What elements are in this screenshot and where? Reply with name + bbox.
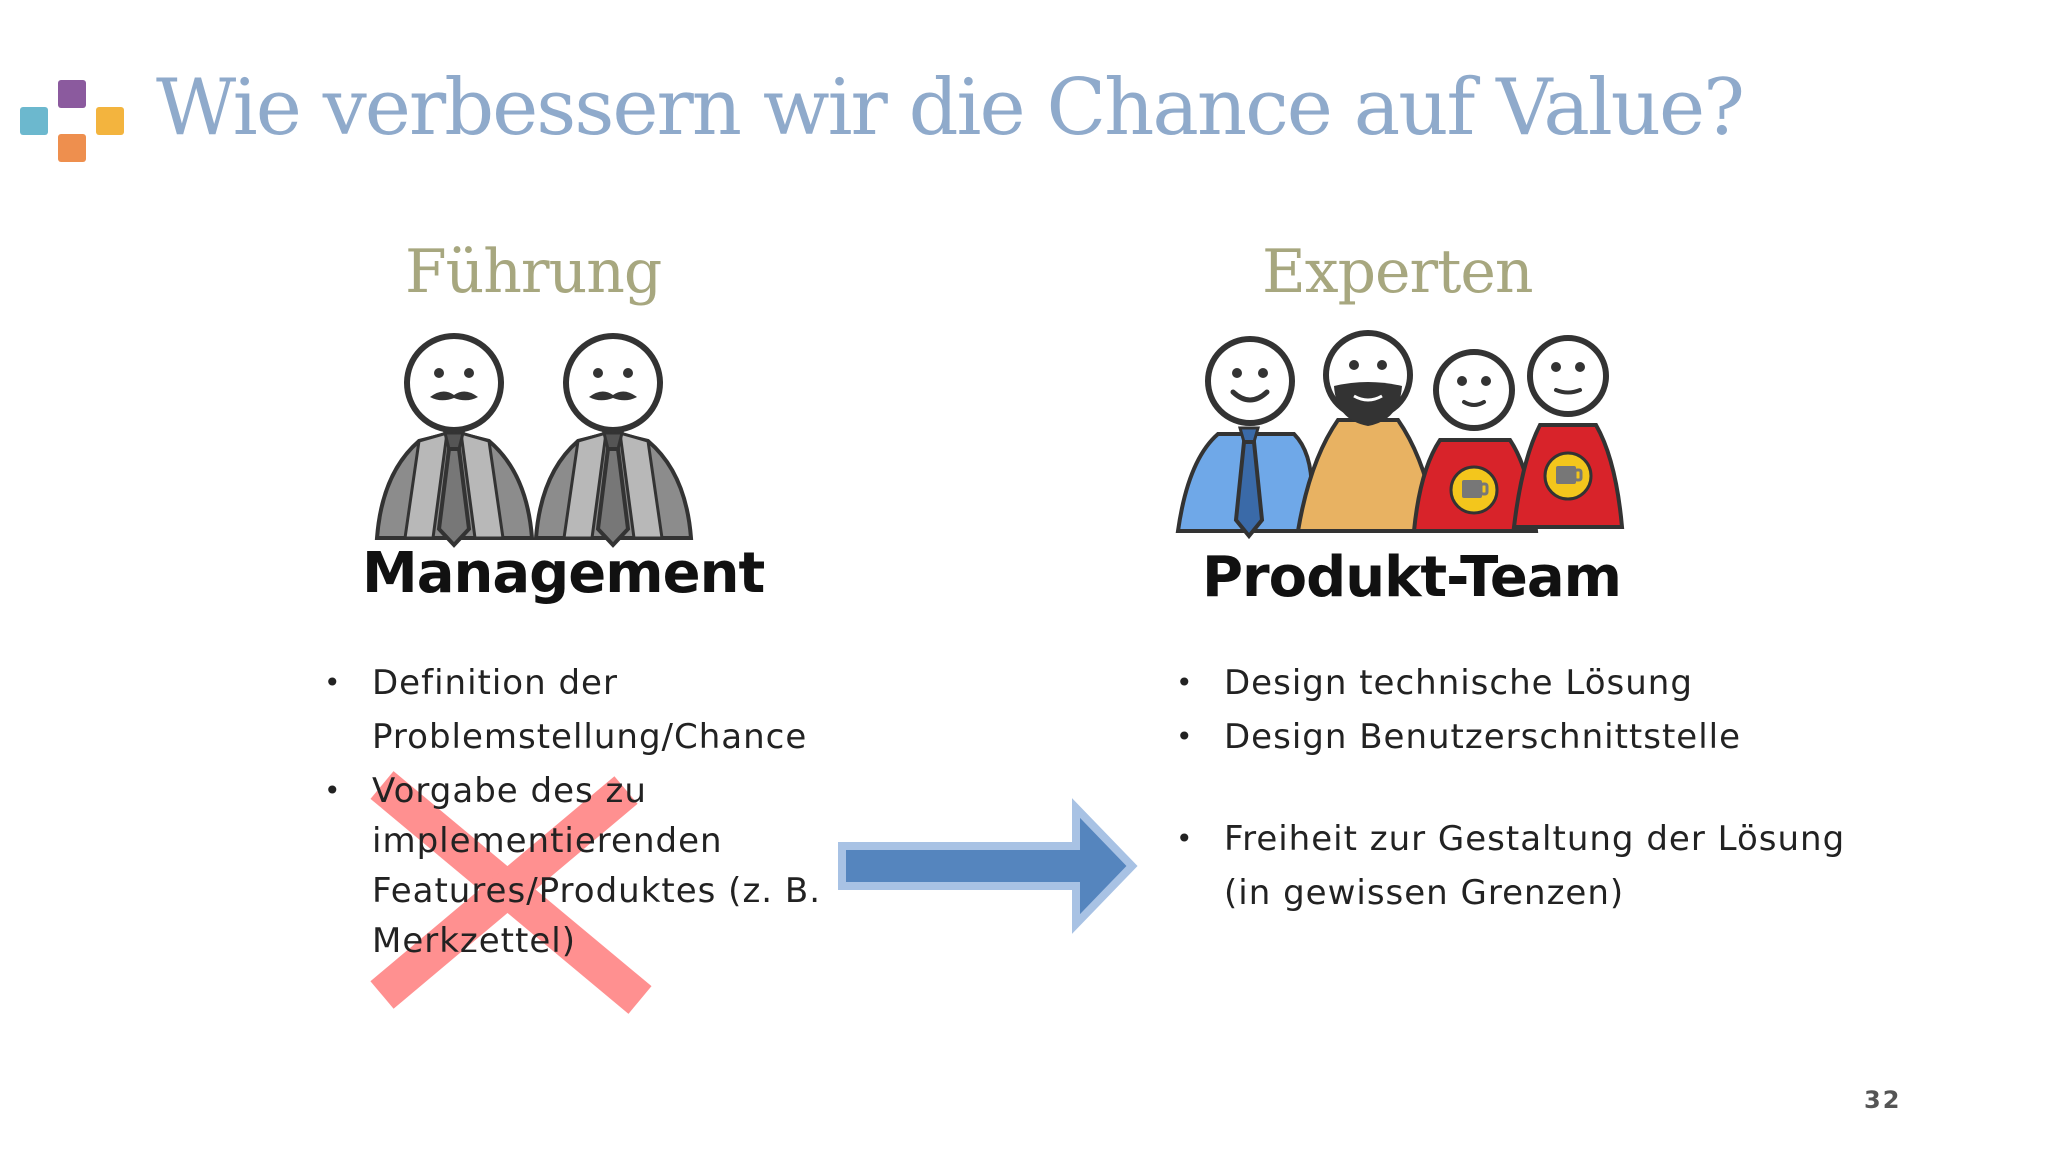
slide-title: Wie verbessern wir die Chance auf Value? <box>156 63 1745 153</box>
manager-figure-icon <box>377 336 532 545</box>
left-column-heading: Führung <box>405 237 662 307</box>
manager-figure-icon <box>536 336 691 545</box>
team-member-figure-icon <box>1411 349 1539 533</box>
logo-square-bottom <box>58 134 86 162</box>
team-member-figure-icon <box>1175 336 1314 540</box>
bullet-item: Freiheit zur Gestaltung der Lösung (in g… <box>1176 812 1896 920</box>
bullet-item: Design Benutzerschnittstelle <box>1176 710 1896 764</box>
left-bullet-list: Definition der Problemstellung/Chance Vo… <box>324 656 844 966</box>
arrow-right-icon <box>838 798 1138 934</box>
logo-square-left <box>20 107 48 135</box>
bullet-item-crossed-out: Vorgabe des zu implementierenden Feature… <box>324 766 844 966</box>
right-bullet-list: Design technische Lösung Design Benutzer… <box>1176 656 1896 920</box>
page-number: 32 <box>1864 1086 1902 1114</box>
logo-square-right <box>96 107 124 135</box>
logo-square-top <box>58 80 86 108</box>
bullet-item: Definition der Problemstellung/Chance <box>324 656 844 764</box>
four-squares-logo-icon <box>20 80 126 162</box>
team-member-figure-icon <box>1511 335 1625 529</box>
right-column-heading: Experten <box>1262 237 1533 307</box>
management-label: Management <box>362 541 765 606</box>
team-member-figure-icon <box>1295 330 1441 533</box>
produkt-team-label: Produkt-Team <box>1202 545 1622 610</box>
bullet-item: Design technische Lösung <box>1176 656 1896 710</box>
